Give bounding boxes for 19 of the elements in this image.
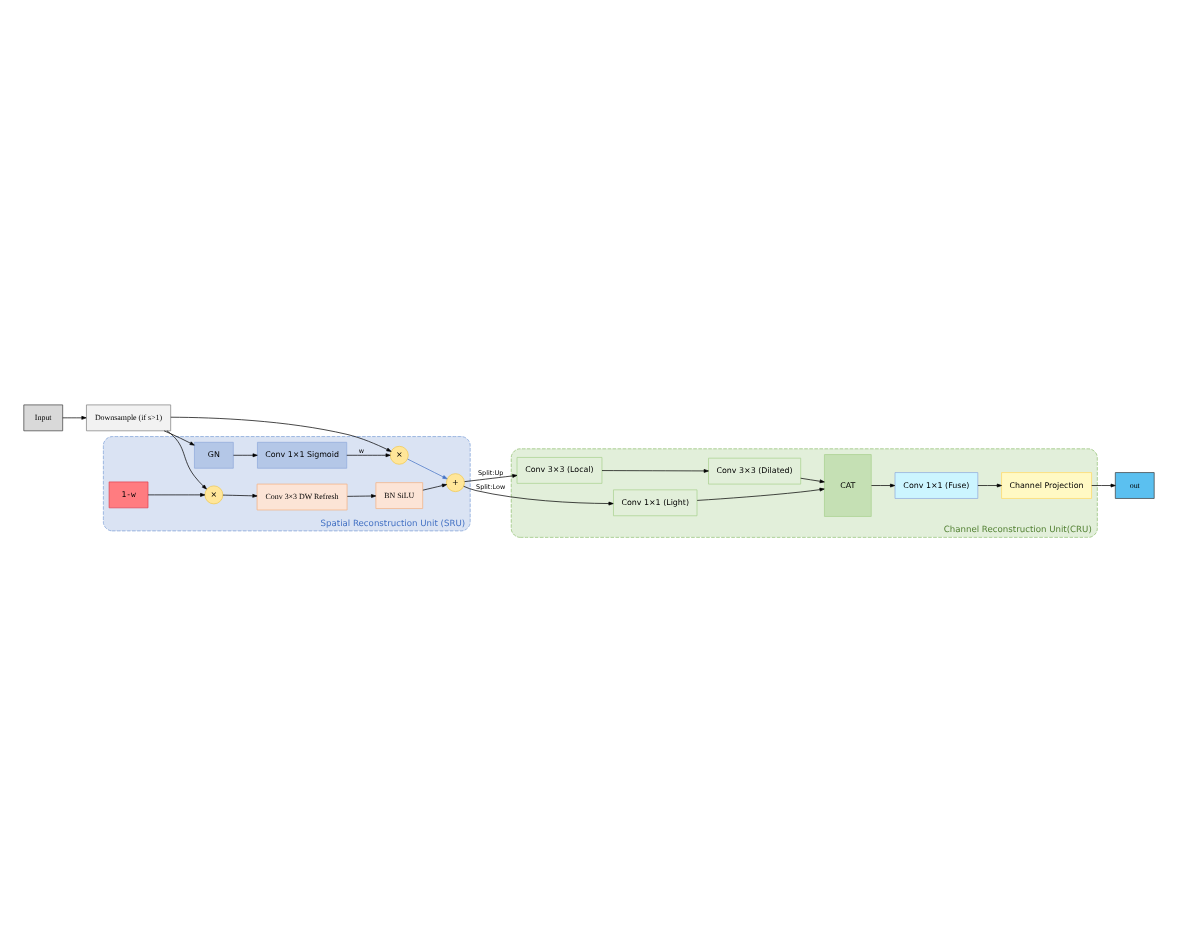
arrow [163, 430, 195, 446]
arrow [346, 453, 391, 458]
arrow [407, 458, 448, 480]
arrow [1091, 483, 1116, 488]
arrow [62, 415, 87, 420]
arrow [166, 430, 207, 490]
arrow [977, 483, 1002, 488]
arrow [222, 493, 258, 498]
arrow [464, 474, 518, 482]
arrow [170, 416, 392, 452]
arrow [800, 477, 825, 484]
arrow [601, 469, 709, 473]
arrow [422, 483, 447, 491]
arrow [147, 493, 206, 497]
arrow [871, 483, 896, 488]
arrow [696, 487, 825, 501]
arrow [463, 485, 614, 506]
arrow [346, 494, 377, 498]
arrow [233, 453, 258, 458]
